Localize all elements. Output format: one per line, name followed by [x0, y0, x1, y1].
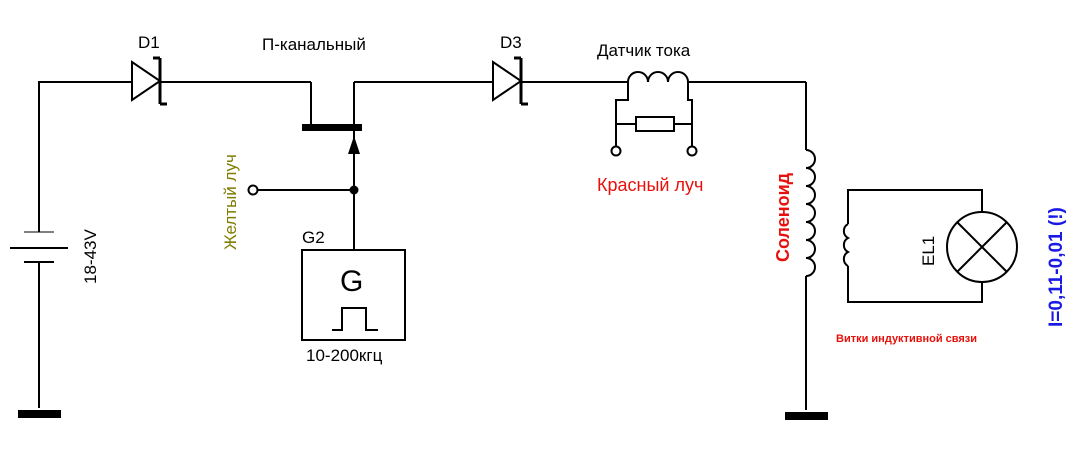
ground-left: [18, 410, 61, 418]
label-solenoid: Соленоид: [773, 172, 793, 262]
current-sensor: [610, 71, 806, 157]
battery: [10, 231, 68, 263]
diode-d1: [131, 56, 311, 106]
gate-terminal: [247, 184, 359, 196]
label-lamp: EL1: [919, 236, 938, 266]
label-frequency: 10-200кгц: [306, 346, 383, 365]
lamp-el1: [946, 211, 1018, 283]
label-d3: D3: [500, 33, 522, 52]
label-voltage: 18-43V: [81, 229, 100, 284]
solenoid: [805, 82, 816, 410]
diode-d3: [492, 56, 628, 106]
label-yellow-beam: Желтый луч: [221, 154, 240, 250]
label-current-sensor: Датчик тока: [597, 41, 691, 60]
label-coupling-turns: Витки индуктивной связи: [836, 333, 977, 345]
left-wire: [38, 81, 132, 408]
label-d1: D1: [138, 33, 160, 52]
coupling-coil: [842, 189, 983, 303]
label-mosfet: П-канальный: [262, 35, 366, 54]
mosfet: [302, 81, 493, 250]
generator-g2: [301, 249, 406, 341]
generator-symbol: G: [340, 265, 363, 298]
ground-right: [785, 412, 828, 420]
label-current: I=0,11-0,01 (!): [1046, 207, 1067, 327]
label-red-beam: Красный луч: [597, 175, 703, 195]
label-g2: G2: [302, 228, 325, 247]
